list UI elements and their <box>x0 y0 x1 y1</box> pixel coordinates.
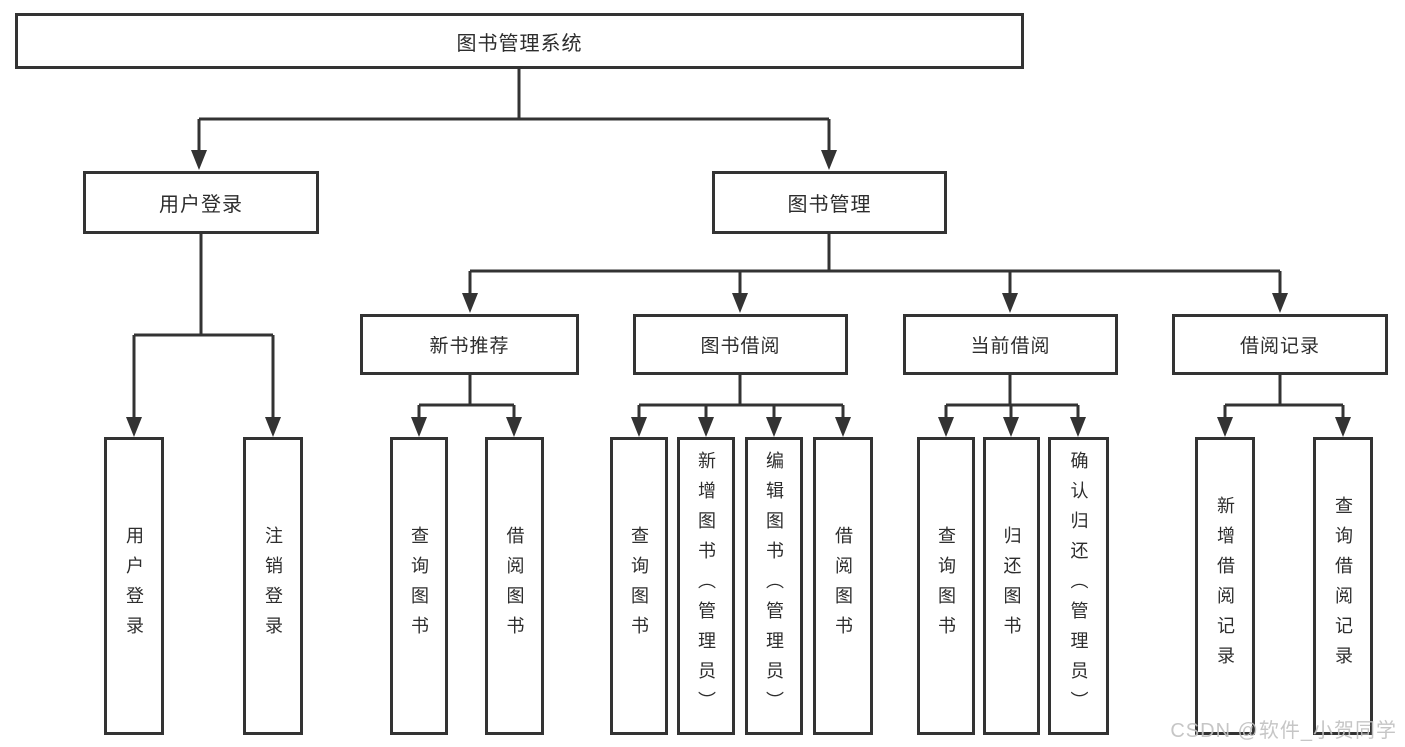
node-label: 借阅图书 <box>833 526 853 646</box>
node-library-management-system: 图书管理系统 <box>15 13 1024 69</box>
node-label: 新书推荐 <box>429 336 510 357</box>
node-label: 编辑图书（管理员） <box>764 451 784 721</box>
node-label: 用户登录 <box>124 526 144 646</box>
leaf-return-books: 归还图书 <box>983 437 1040 735</box>
node-label: 确认归还（管理员） <box>1068 451 1089 721</box>
node-label: 查询图书 <box>936 526 956 646</box>
node-book-management: 图书管理 <box>712 171 947 234</box>
leaf-borrow-books: 借阅图书 <box>813 437 873 735</box>
node-user-login: 用户登录 <box>83 171 319 234</box>
node-label: 图书管理系统 <box>456 32 583 55</box>
node-label: 查询图书 <box>409 526 429 646</box>
node-label: 当前借阅 <box>970 336 1051 357</box>
leaf-query-books-current: 查询图书 <box>917 437 975 735</box>
node-label: 归还图书 <box>1001 526 1022 646</box>
leaf-query-borrow-record: 查询借阅记录 <box>1313 437 1373 735</box>
node-label: 借阅图书 <box>504 526 525 646</box>
node-book-borrowing: 图书借阅 <box>633 314 848 375</box>
leaf-user-login: 用户登录 <box>104 437 164 735</box>
node-borrowing-records: 借阅记录 <box>1172 314 1388 375</box>
node-label: 用户登录 <box>159 194 243 216</box>
node-label: 图书借阅 <box>700 336 781 357</box>
node-new-book-recommendation: 新书推荐 <box>360 314 579 375</box>
leaf-logout: 注销登录 <box>243 437 303 735</box>
node-label: 新增借阅记录 <box>1215 496 1235 676</box>
leaf-confirm-return-admin: 确认归还（管理员） <box>1048 437 1109 735</box>
leaf-add-borrow-record: 新增借阅记录 <box>1195 437 1255 735</box>
node-label: 注销登录 <box>263 526 283 646</box>
node-label: 借阅记录 <box>1239 336 1320 357</box>
node-label: 查询借阅记录 <box>1333 496 1353 676</box>
csdn-watermark: CSDN @软件_小贺同学 <box>1170 720 1397 742</box>
leaf-query-books-borrowing: 查询图书 <box>610 437 668 735</box>
node-label: 新增图书（管理员） <box>696 451 716 721</box>
node-label: 查询图书 <box>629 526 649 646</box>
leaf-query-books-recommend: 查询图书 <box>390 437 448 735</box>
leaf-borrow-books-recommend: 借阅图书 <box>485 437 544 735</box>
node-current-borrowing: 当前借阅 <box>903 314 1118 375</box>
leaf-add-books-admin: 新增图书（管理员） <box>677 437 735 735</box>
node-label: 图书管理 <box>787 194 872 216</box>
leaf-edit-books-admin: 编辑图书（管理员） <box>745 437 803 735</box>
